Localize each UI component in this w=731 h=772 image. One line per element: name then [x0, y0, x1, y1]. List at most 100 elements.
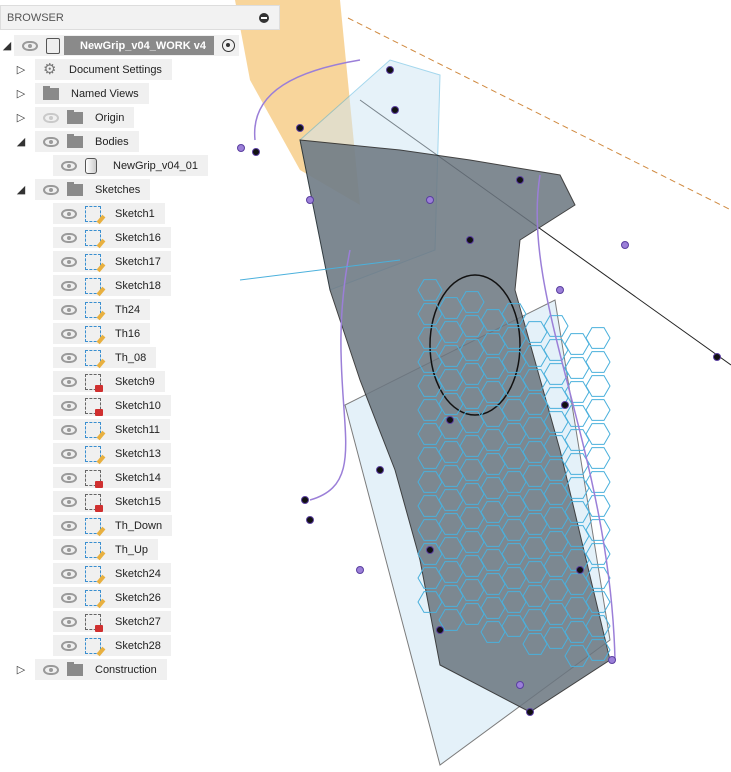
- expand-triangle-icon[interactable]: ▷: [16, 64, 26, 76]
- hex-cell: [522, 537, 548, 559]
- hex-cell: [543, 627, 569, 649]
- sketch-icon: [85, 421, 106, 440]
- browser-item-sketch[interactable]: Sketch16: [0, 227, 171, 248]
- sketch-icon: [85, 445, 106, 464]
- browser-item-body[interactable]: NewGrip_v04_01: [0, 155, 208, 176]
- sketch-point[interactable]: [516, 681, 524, 689]
- item-label: Sketch26: [115, 591, 161, 604]
- activate-radio[interactable]: [221, 39, 235, 52]
- sketch-point[interactable]: [426, 196, 434, 204]
- hex-cell: [459, 507, 485, 529]
- sketch-point[interactable]: [526, 708, 534, 716]
- browser-item-sketch[interactable]: Th24: [0, 299, 151, 320]
- browser-item-sketch[interactable]: Sketch18: [0, 275, 171, 296]
- visibility-eye-icon[interactable]: [61, 568, 77, 579]
- browser-item-sketch[interactable]: Sketch17: [0, 251, 171, 272]
- browser-item-sketch[interactable]: Sketch26: [0, 587, 171, 608]
- visibility-eye-icon[interactable]: [43, 184, 59, 195]
- browser-item-sketch[interactable]: Sketch1: [0, 203, 165, 224]
- collapse-triangle-icon[interactable]: ◢: [16, 184, 26, 196]
- browser-item-sketch[interactable]: Sketch13: [0, 443, 171, 464]
- browser-item-sketch[interactable]: Sketch27: [0, 611, 171, 632]
- sketch-point[interactable]: [306, 196, 314, 204]
- sketch-point[interactable]: [356, 566, 364, 574]
- browser-item-document-settings[interactable]: ▷⚙Document Settings: [0, 59, 172, 80]
- sketch-point[interactable]: [296, 124, 304, 132]
- visibility-eye-icon[interactable]: [61, 640, 77, 651]
- sketch-point[interactable]: [436, 626, 444, 634]
- collapse-browser-button[interactable]: [259, 13, 269, 23]
- browser-item-sketch[interactable]: Th_Up: [0, 539, 159, 560]
- visibility-eye-icon[interactable]: [61, 448, 77, 459]
- collapse-triangle-icon[interactable]: ◢: [16, 136, 26, 148]
- visibility-eye-icon[interactable]: [61, 472, 77, 483]
- visibility-eye-icon[interactable]: [43, 112, 59, 123]
- visibility-eye-icon[interactable]: [61, 280, 77, 291]
- item-label: Sketch17: [115, 255, 161, 268]
- sketch-point[interactable]: [391, 106, 399, 114]
- browser-item-named-views[interactable]: ▷Named Views: [0, 83, 149, 104]
- expand-triangle-icon[interactable]: ▷: [16, 88, 26, 100]
- sketch-point[interactable]: [608, 656, 616, 664]
- visibility-eye-icon[interactable]: [61, 544, 77, 555]
- visibility-eye-icon[interactable]: [61, 520, 77, 531]
- browser-item-sketches[interactable]: ◢Sketches: [0, 179, 151, 200]
- hex-cell: [543, 315, 569, 337]
- sketch-point[interactable]: [516, 176, 524, 184]
- visibility-eye-icon[interactable]: [61, 592, 77, 603]
- sketch-point[interactable]: [386, 66, 394, 74]
- sketch-point[interactable]: [306, 516, 314, 524]
- browser-item-sketch[interactable]: Th_08: [0, 347, 157, 368]
- hex-cell: [501, 375, 527, 397]
- hex-cell: [459, 315, 485, 337]
- visibility-eye-icon[interactable]: [43, 136, 59, 147]
- sketch-point[interactable]: [426, 546, 434, 554]
- visibility-eye-icon[interactable]: [61, 232, 77, 243]
- browser-root[interactable]: ◢ NewGrip_v04_WORK v4: [0, 35, 239, 56]
- visibility-eye-icon[interactable]: [61, 256, 77, 267]
- item-label: Sketch27: [115, 615, 161, 628]
- sketch-point[interactable]: [621, 241, 629, 249]
- browser-item-origin[interactable]: ▷Origin: [0, 107, 135, 128]
- visibility-eye-icon[interactable]: [61, 208, 77, 219]
- visibility-eye-icon[interactable]: [43, 664, 59, 675]
- browser-item-sketch[interactable]: Sketch10: [0, 395, 171, 416]
- sketch-point[interactable]: [376, 466, 384, 474]
- sketch-point[interactable]: [466, 236, 474, 244]
- sketch-point[interactable]: [713, 353, 721, 361]
- browser-item-sketch[interactable]: Sketch14: [0, 467, 171, 488]
- expand-triangle-icon[interactable]: ▷: [16, 664, 26, 676]
- browser-item-sketch[interactable]: Th_Down: [0, 515, 173, 536]
- browser-item-sketch[interactable]: Sketch28: [0, 635, 171, 656]
- visibility-eye-icon[interactable]: [61, 352, 77, 363]
- visibility-eye-icon[interactable]: [61, 496, 77, 507]
- sketch-point[interactable]: [252, 148, 260, 156]
- sketch-point[interactable]: [556, 286, 564, 294]
- sketch-point[interactable]: [446, 416, 454, 424]
- sketch-point[interactable]: [301, 496, 309, 504]
- browser-item-bodies[interactable]: ◢Bodies: [0, 131, 139, 152]
- collapse-triangle-icon[interactable]: ◢: [2, 40, 12, 52]
- visibility-eye-icon[interactable]: [22, 40, 38, 51]
- browser-item-sketch[interactable]: Sketch11: [0, 419, 171, 440]
- visibility-eye-icon[interactable]: [61, 160, 77, 171]
- browser-item-sketch[interactable]: Sketch15: [0, 491, 171, 512]
- browser-item-sketch[interactable]: Sketch24: [0, 563, 171, 584]
- sketch-point[interactable]: [561, 401, 569, 409]
- hex-cell: [585, 351, 611, 373]
- visibility-eye-icon[interactable]: [61, 328, 77, 339]
- browser-item-sketch[interactable]: Th16: [0, 323, 151, 344]
- visibility-eye-icon[interactable]: [61, 616, 77, 627]
- browser-item-construction[interactable]: ▷Construction: [0, 659, 167, 680]
- sketch-point[interactable]: [237, 144, 245, 152]
- sketch-point[interactable]: [576, 566, 584, 574]
- visibility-eye-icon[interactable]: [61, 424, 77, 435]
- visibility-eye-icon[interactable]: [61, 400, 77, 411]
- visibility-eye-icon[interactable]: [61, 304, 77, 315]
- expand-triangle-icon[interactable]: ▷: [16, 112, 26, 124]
- sketch-icon: [85, 277, 106, 296]
- browser-item-sketch[interactable]: Sketch9: [0, 371, 165, 392]
- hex-cell: [417, 351, 443, 373]
- visibility-eye-icon[interactable]: [61, 376, 77, 387]
